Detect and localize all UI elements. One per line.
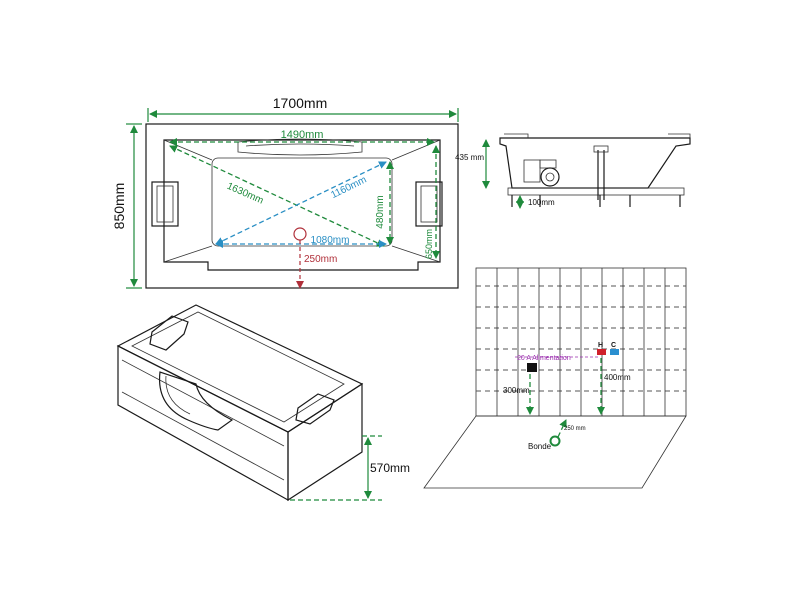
install-view: 20 A Alimentation 300mm H C 400mm 250 mm… <box>423 267 687 489</box>
dim-width-label: 850mm <box>111 183 127 230</box>
cold-water-icon <box>610 349 619 355</box>
bevel-bl <box>163 245 213 263</box>
front-band-1 <box>121 359 285 447</box>
hot-label: H <box>598 342 603 349</box>
front-face <box>117 345 289 502</box>
dim-diag-blue-line <box>215 161 387 245</box>
pillow-right-inner <box>420 185 438 223</box>
top-headrest-slot-line <box>245 143 355 147</box>
dim-side-depth-label: 650mm <box>424 229 434 259</box>
side-rim-left <box>504 133 529 138</box>
pillow-left-inner <box>156 185 174 223</box>
hot-water-icon <box>597 349 606 355</box>
dim-inner-length-label: 1490mm <box>281 129 324 141</box>
dim-power-height-label: 300mm <box>503 386 530 395</box>
pump-body <box>523 159 541 183</box>
floor-drain-icon <box>549 435 561 447</box>
pump-head <box>539 159 557 169</box>
side-tub-profile <box>499 137 691 189</box>
floor-drain-label: Bonde <box>528 442 552 451</box>
front-headrest-right <box>295 393 335 425</box>
dim-water-height-label: 400mm <box>604 373 631 382</box>
bevel-tr <box>391 139 441 161</box>
dim-foot-label: 100mm <box>528 198 555 207</box>
top-view: 1700mm 850mm 1490mm 1630mm 1160mm <box>111 95 459 289</box>
front-headrest-left <box>149 315 189 351</box>
dim-bottom-length-label: 1080mm <box>311 235 350 246</box>
dim-inner-height-label: 480mm <box>375 195 386 228</box>
power-label: 20 A Alimentation <box>517 355 571 362</box>
front-view: 570mm <box>116 304 410 502</box>
dim-diag-blue-label: 1160mm <box>329 174 368 201</box>
pillow-left <box>151 181 179 227</box>
pillow-right <box>415 181 443 227</box>
floor <box>423 415 687 489</box>
dim-diag-green-line <box>169 145 385 247</box>
bevel-br <box>391 245 441 263</box>
front-rim-inner <box>131 311 345 423</box>
dim-diag-green-label: 1630mm <box>225 181 265 207</box>
front-window-inner <box>165 375 191 415</box>
cold-label: C <box>611 342 616 349</box>
tub-outer-rim <box>145 123 459 289</box>
front-band-2 <box>121 391 285 481</box>
dim-length-label: 1700mm <box>273 95 327 111</box>
pump-motor-icon <box>540 167 560 187</box>
power-outlet-icon <box>527 363 537 372</box>
dim-drain-label: 250mm <box>304 254 337 265</box>
side-frame <box>507 187 685 196</box>
dim-side-height-label: 435 mm <box>455 153 484 162</box>
front-side-face <box>287 382 363 502</box>
front-window <box>158 371 234 431</box>
drain-icon <box>293 227 307 241</box>
tub-inner-basin <box>163 139 441 271</box>
dim-floor-drain-label: 250 mm <box>564 426 586 432</box>
pump-motor-core <box>545 172 555 182</box>
dim-floor-drain-line <box>557 419 567 438</box>
dim-front-height-label: 570mm <box>370 461 410 475</box>
side-rim-right <box>668 133 691 138</box>
bevel-tl <box>163 139 213 161</box>
faucet-head <box>593 145 609 153</box>
side-view: 435 mm 100mm <box>455 133 691 209</box>
